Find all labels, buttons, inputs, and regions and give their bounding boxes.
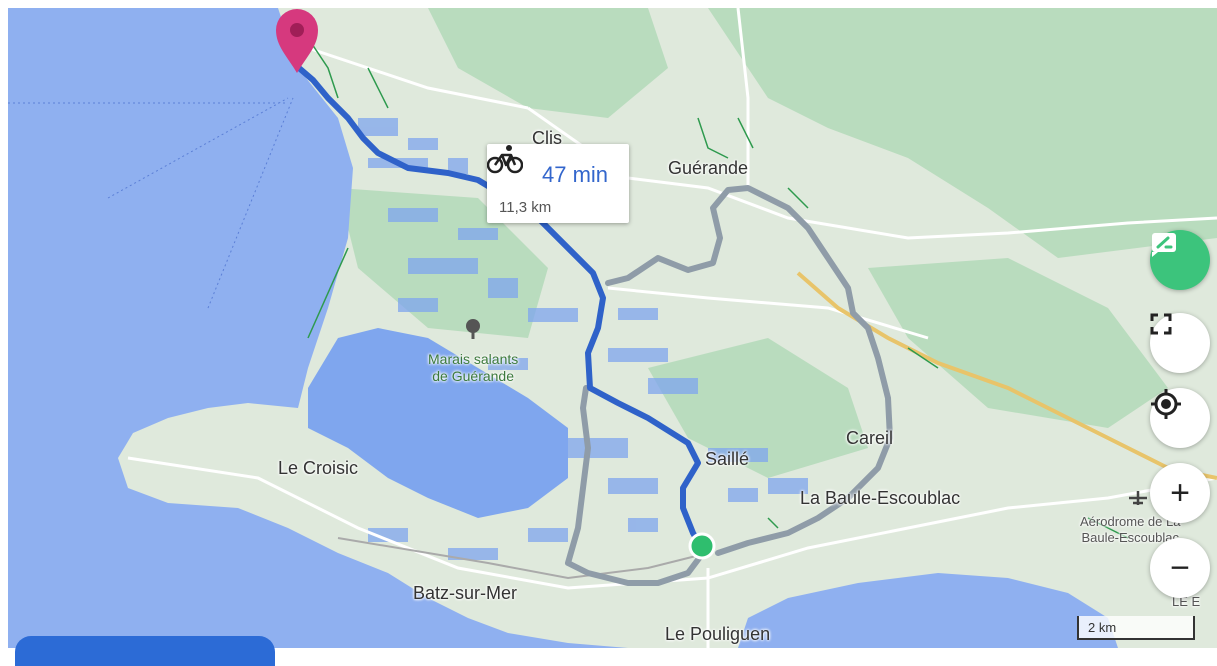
railway [337, 537, 709, 580]
marsh-bay [308, 328, 568, 518]
forest-areas [338, 8, 1217, 478]
airplane-icon [1129, 491, 1147, 505]
bottom-panel-button[interactable] [15, 636, 275, 666]
aero-label-line1: Aérodrome de La [1080, 514, 1181, 529]
maritime-boundary [8, 97, 294, 309]
place-label-guerande: Guérande [668, 158, 749, 178]
place-label-clis: Clis [532, 128, 562, 148]
map-scale: 2 km [1077, 616, 1195, 640]
place-label-le-pouliguen: Le Pouliguen [665, 624, 771, 644]
poi-label-line2: de Guérande [432, 368, 514, 384]
poi-label-line1: Marais salants [428, 351, 519, 367]
place-label-le-croisic: Le Croisic [278, 458, 359, 478]
aero-label-line2: Baule-Escoublac [1081, 530, 1179, 545]
salt-marsh-pattern [358, 118, 808, 560]
place-label-careil: Careil [846, 428, 894, 448]
poi-label-aerodrome: Aérodrome de La Baule-Escoublac [1080, 514, 1180, 546]
fullscreen-button[interactable] [1150, 313, 1210, 373]
bicycle-icon [487, 145, 523, 174]
start-marker[interactable] [688, 532, 716, 560]
sea [8, 8, 628, 648]
alt-route[interactable] [565, 185, 893, 586]
locate-me-button[interactable] [1150, 388, 1210, 448]
roads [127, 8, 1217, 648]
feedback-icon [1152, 233, 1176, 257]
zoom-in-button[interactable]: + [1150, 463, 1210, 523]
nature-reserve-icon [466, 319, 480, 339]
active-route[interactable] [296, 65, 706, 553]
place-label-saille: Saillé [705, 449, 750, 469]
map-canvas[interactable] [8, 8, 1217, 648]
feedback-button[interactable] [1150, 230, 1210, 290]
zoom-out-button[interactable]: − [1150, 538, 1210, 598]
route-duration: 47 min [542, 162, 609, 187]
fullscreen-icon [1150, 313, 1172, 335]
map-view[interactable]: Clis Guérande Marais salants de Guérande… [8, 8, 1217, 648]
poi-label-marais-salants: Marais salants de Guérande [428, 351, 518, 385]
place-label-la-baule: La Baule-Escoublac [800, 488, 961, 508]
south-bay [738, 573, 1118, 648]
route-distance: 11,3 km [499, 199, 552, 216]
place-label-batz-sur-mer: Batz-sur-Mer [413, 583, 518, 603]
locate-icon [1151, 389, 1181, 419]
destination-pin-icon[interactable] [276, 9, 318, 73]
route-info-popup[interactable]: 47 min 11,3 km [487, 144, 629, 223]
